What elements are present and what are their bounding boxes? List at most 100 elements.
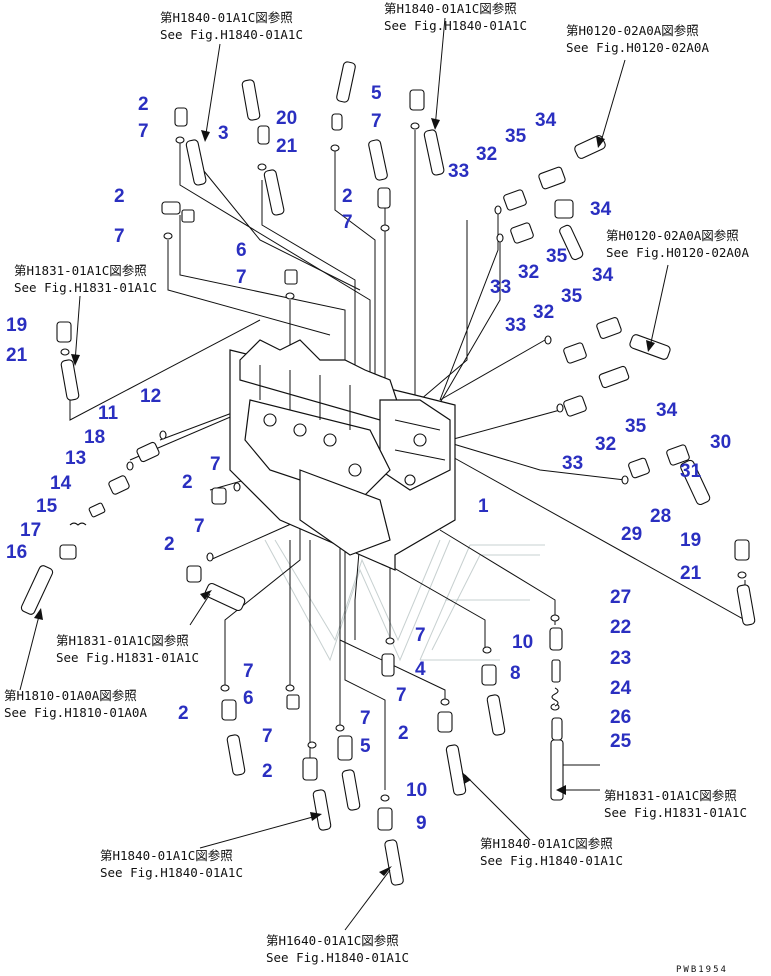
ref-label-en: See Fig.H1840-01A1C — [160, 27, 303, 42]
part-callout: 7 — [138, 121, 149, 142]
part-callout: 2 — [262, 761, 273, 782]
part-callout: 33 — [490, 277, 511, 298]
part-callout: 7 — [342, 212, 353, 233]
part-callout: 7 — [114, 226, 125, 247]
part-callout: 23 — [610, 648, 631, 669]
part-callout: 21 — [276, 136, 298, 157]
ref-label-en: See Fig.H1831-01A1C — [14, 280, 157, 295]
part-callout: 4 — [415, 659, 426, 680]
ref-label-en: See Fig.H1840-01A1C — [384, 18, 527, 33]
part-callout: 35 — [561, 286, 583, 307]
part-callout: 14 — [50, 473, 72, 494]
part-callout: 2 — [182, 472, 193, 493]
part-callout: 32 — [595, 434, 616, 455]
part-callout: 34 — [592, 265, 614, 286]
part-callout: 5 — [360, 736, 371, 757]
part-callout: 10 — [406, 780, 427, 801]
part-callout: 2 — [342, 186, 353, 207]
part-callout: 2 — [398, 723, 409, 744]
ref-label-jp: 第H1640-01A1C図参照 — [266, 933, 399, 948]
part-callout: 18 — [84, 427, 105, 448]
ref-label-jp: 第H1831-01A1C図参照 — [56, 633, 189, 648]
part-callout: 6 — [236, 240, 247, 261]
part-callout: 21 — [6, 345, 28, 366]
part-callout: 7 — [360, 708, 371, 729]
part-callout: 32 — [518, 262, 539, 283]
part-callout: 2 — [164, 534, 175, 555]
part-callout: 7 — [262, 726, 273, 747]
ref-label-jp: 第H1840-01A1C図参照 — [160, 10, 293, 25]
part-callout: 33 — [448, 161, 469, 182]
part-callout: 7 — [415, 625, 426, 646]
watermark-logo — [264, 539, 545, 662]
ref-label-jp: 第H1840-01A1C図参照 — [480, 836, 613, 851]
part-callout: 30 — [710, 432, 731, 453]
part-callout: 7 — [371, 111, 382, 132]
ref-label-jp: 第H1831-01A1C図参照 — [604, 788, 737, 803]
part-callout: 19 — [6, 315, 27, 336]
part-callout: 17 — [20, 520, 41, 541]
reference-arrows — [19, 17, 669, 931]
part-callout: 7 — [194, 516, 205, 537]
ref-label-en: See Fig.H1831-01A1C — [56, 650, 199, 665]
ref-label-jp: 第H1840-01A1C図参照 — [100, 848, 233, 863]
leader-lines — [69, 130, 746, 790]
part-callout: 6 — [243, 688, 254, 709]
part-callout: 24 — [610, 678, 632, 699]
ref-label-en: See Fig.H1840-01A1C — [100, 865, 243, 880]
part-callout: 32 — [476, 144, 497, 165]
part-callout: 22 — [610, 617, 631, 638]
part-callout: 7 — [210, 454, 221, 475]
part-callout: 2 — [178, 703, 189, 724]
part-callout: 27 — [610, 587, 631, 608]
part-callout: 7 — [243, 661, 254, 682]
part-callout: 20 — [276, 108, 297, 129]
part-callout: 33 — [505, 315, 526, 336]
part-callout: 2 — [138, 94, 149, 115]
part-callout: 13 — [65, 448, 86, 469]
ref-label-jp: 第H1831-01A1C図参照 — [14, 263, 147, 278]
part-callout: 35 — [546, 246, 568, 267]
part-callout: 5 — [371, 83, 382, 104]
ref-label-en: See Fig.H1831-01A1C — [604, 805, 747, 820]
part-callout: 16 — [6, 542, 27, 563]
ref-label-en: See Fig.H0120-02A0A — [566, 40, 709, 55]
part-callout: 34 — [656, 400, 678, 421]
part-callout: 9 — [416, 813, 427, 834]
part-callout: 1 — [478, 496, 489, 517]
ref-label-jp: 第H1810-01A0A図参照 — [4, 688, 137, 703]
part-callout: 2 — [114, 186, 125, 207]
part-callout: 19 — [680, 530, 701, 551]
control-valve-body — [229, 339, 456, 571]
ref-label-jp: 第H1840-01A1C図参照 — [384, 1, 517, 16]
part-callout: 7 — [236, 267, 247, 288]
part-callout: 11 — [98, 403, 119, 424]
ref-label-en: See Fig.H1810-01A0A — [4, 705, 147, 720]
ref-label-jp: 第H0120-02A0A図参照 — [606, 228, 739, 243]
part-callout: 35 — [625, 416, 647, 437]
ref-label-en: See Fig.H1840-01A1C — [266, 950, 409, 965]
o-rings — [60, 122, 747, 802]
part-callout: 31 — [680, 461, 702, 482]
part-callout: 34 — [535, 110, 557, 131]
part-callout: 15 — [36, 496, 58, 517]
part-callout: 10 — [512, 632, 533, 653]
part-callout: 21 — [680, 563, 702, 584]
part-callout: 25 — [610, 731, 632, 752]
fittings — [20, 61, 756, 886]
part-callout: 35 — [505, 126, 527, 147]
part-callout: 12 — [140, 386, 161, 407]
part-callout: 28 — [650, 506, 671, 527]
ref-label-en: See Fig.H0120-02A0A — [606, 245, 749, 260]
part-callout: 33 — [562, 453, 583, 474]
ref-label-jp: 第H0120-02A0A図参照 — [566, 23, 699, 38]
part-callout: 32 — [533, 302, 554, 323]
drawing-code: PWB1954 — [676, 965, 728, 975]
part-callout: 34 — [590, 199, 612, 220]
part-callout: 8 — [510, 663, 521, 684]
part-callout: 29 — [621, 524, 642, 545]
part-callout: 3 — [218, 123, 229, 144]
part-callout: 7 — [396, 685, 407, 706]
ref-label-en: See Fig.H1840-01A1C — [480, 853, 623, 868]
